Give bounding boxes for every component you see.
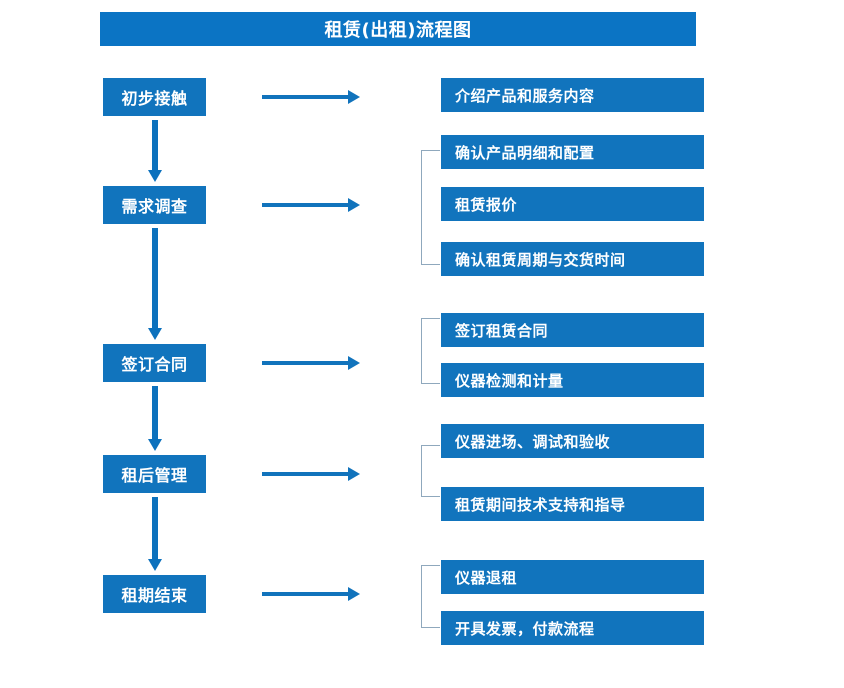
- vertical-arrow-2: [148, 228, 162, 340]
- chart-title: 租赁(出租)流程图: [100, 12, 696, 46]
- vertical-arrow-3: [148, 386, 162, 451]
- arrow-shaft: [262, 361, 350, 365]
- arrow-shaft: [262, 203, 350, 207]
- detail-box-7[interactable]: 仪器进场、调试和验收: [441, 424, 704, 458]
- arrow-shaft: [262, 472, 350, 476]
- horizontal-arrow-1: [262, 90, 360, 104]
- horizontal-arrow-4: [262, 467, 360, 481]
- arrow-shaft: [262, 592, 350, 596]
- bracket-group-4: [421, 445, 440, 497]
- arrow-shaft: [152, 386, 158, 439]
- detail-box-10[interactable]: 开具发票，付款流程: [441, 611, 704, 645]
- arrow-shaft: [152, 228, 158, 328]
- stage-box-4[interactable]: 租后管理: [103, 455, 206, 493]
- detail-box-5[interactable]: 签订租赁合同: [441, 313, 704, 347]
- arrow-head-right-icon: [348, 587, 360, 601]
- arrow-head-down-icon: [148, 170, 162, 182]
- bracket-group-5: [421, 565, 440, 628]
- horizontal-arrow-2: [262, 198, 360, 212]
- arrow-head-down-icon: [148, 439, 162, 451]
- arrow-head-right-icon: [348, 467, 360, 481]
- detail-box-1[interactable]: 介绍产品和服务内容: [441, 78, 704, 112]
- vertical-arrow-1: [148, 120, 162, 182]
- arrow-head-down-icon: [148, 328, 162, 340]
- detail-box-8[interactable]: 租赁期间技术支持和指导: [441, 487, 704, 521]
- detail-box-3[interactable]: 租赁报价: [441, 187, 704, 221]
- stage-box-5[interactable]: 租期结束: [103, 575, 206, 613]
- arrow-shaft: [262, 95, 350, 99]
- horizontal-arrow-5: [262, 587, 360, 601]
- vertical-arrow-4: [148, 497, 162, 571]
- detail-box-2[interactable]: 确认产品明细和配置: [441, 135, 704, 169]
- arrow-shaft: [152, 120, 158, 170]
- arrow-head-right-icon: [348, 198, 360, 212]
- stage-box-2[interactable]: 需求调查: [103, 186, 206, 224]
- bracket-group-3: [421, 318, 440, 384]
- detail-box-9[interactable]: 仪器退租: [441, 560, 704, 594]
- arrow-shaft: [152, 497, 158, 559]
- arrow-head-right-icon: [348, 90, 360, 104]
- arrow-head-down-icon: [148, 559, 162, 571]
- bracket-group-2: [421, 150, 440, 265]
- detail-box-6[interactable]: 仪器检测和计量: [441, 363, 704, 397]
- detail-box-4[interactable]: 确认租赁周期与交货时间: [441, 242, 704, 276]
- arrow-head-right-icon: [348, 356, 360, 370]
- horizontal-arrow-3: [262, 356, 360, 370]
- stage-box-1[interactable]: 初步接触: [103, 78, 206, 116]
- stage-box-3[interactable]: 签订合同: [103, 344, 206, 382]
